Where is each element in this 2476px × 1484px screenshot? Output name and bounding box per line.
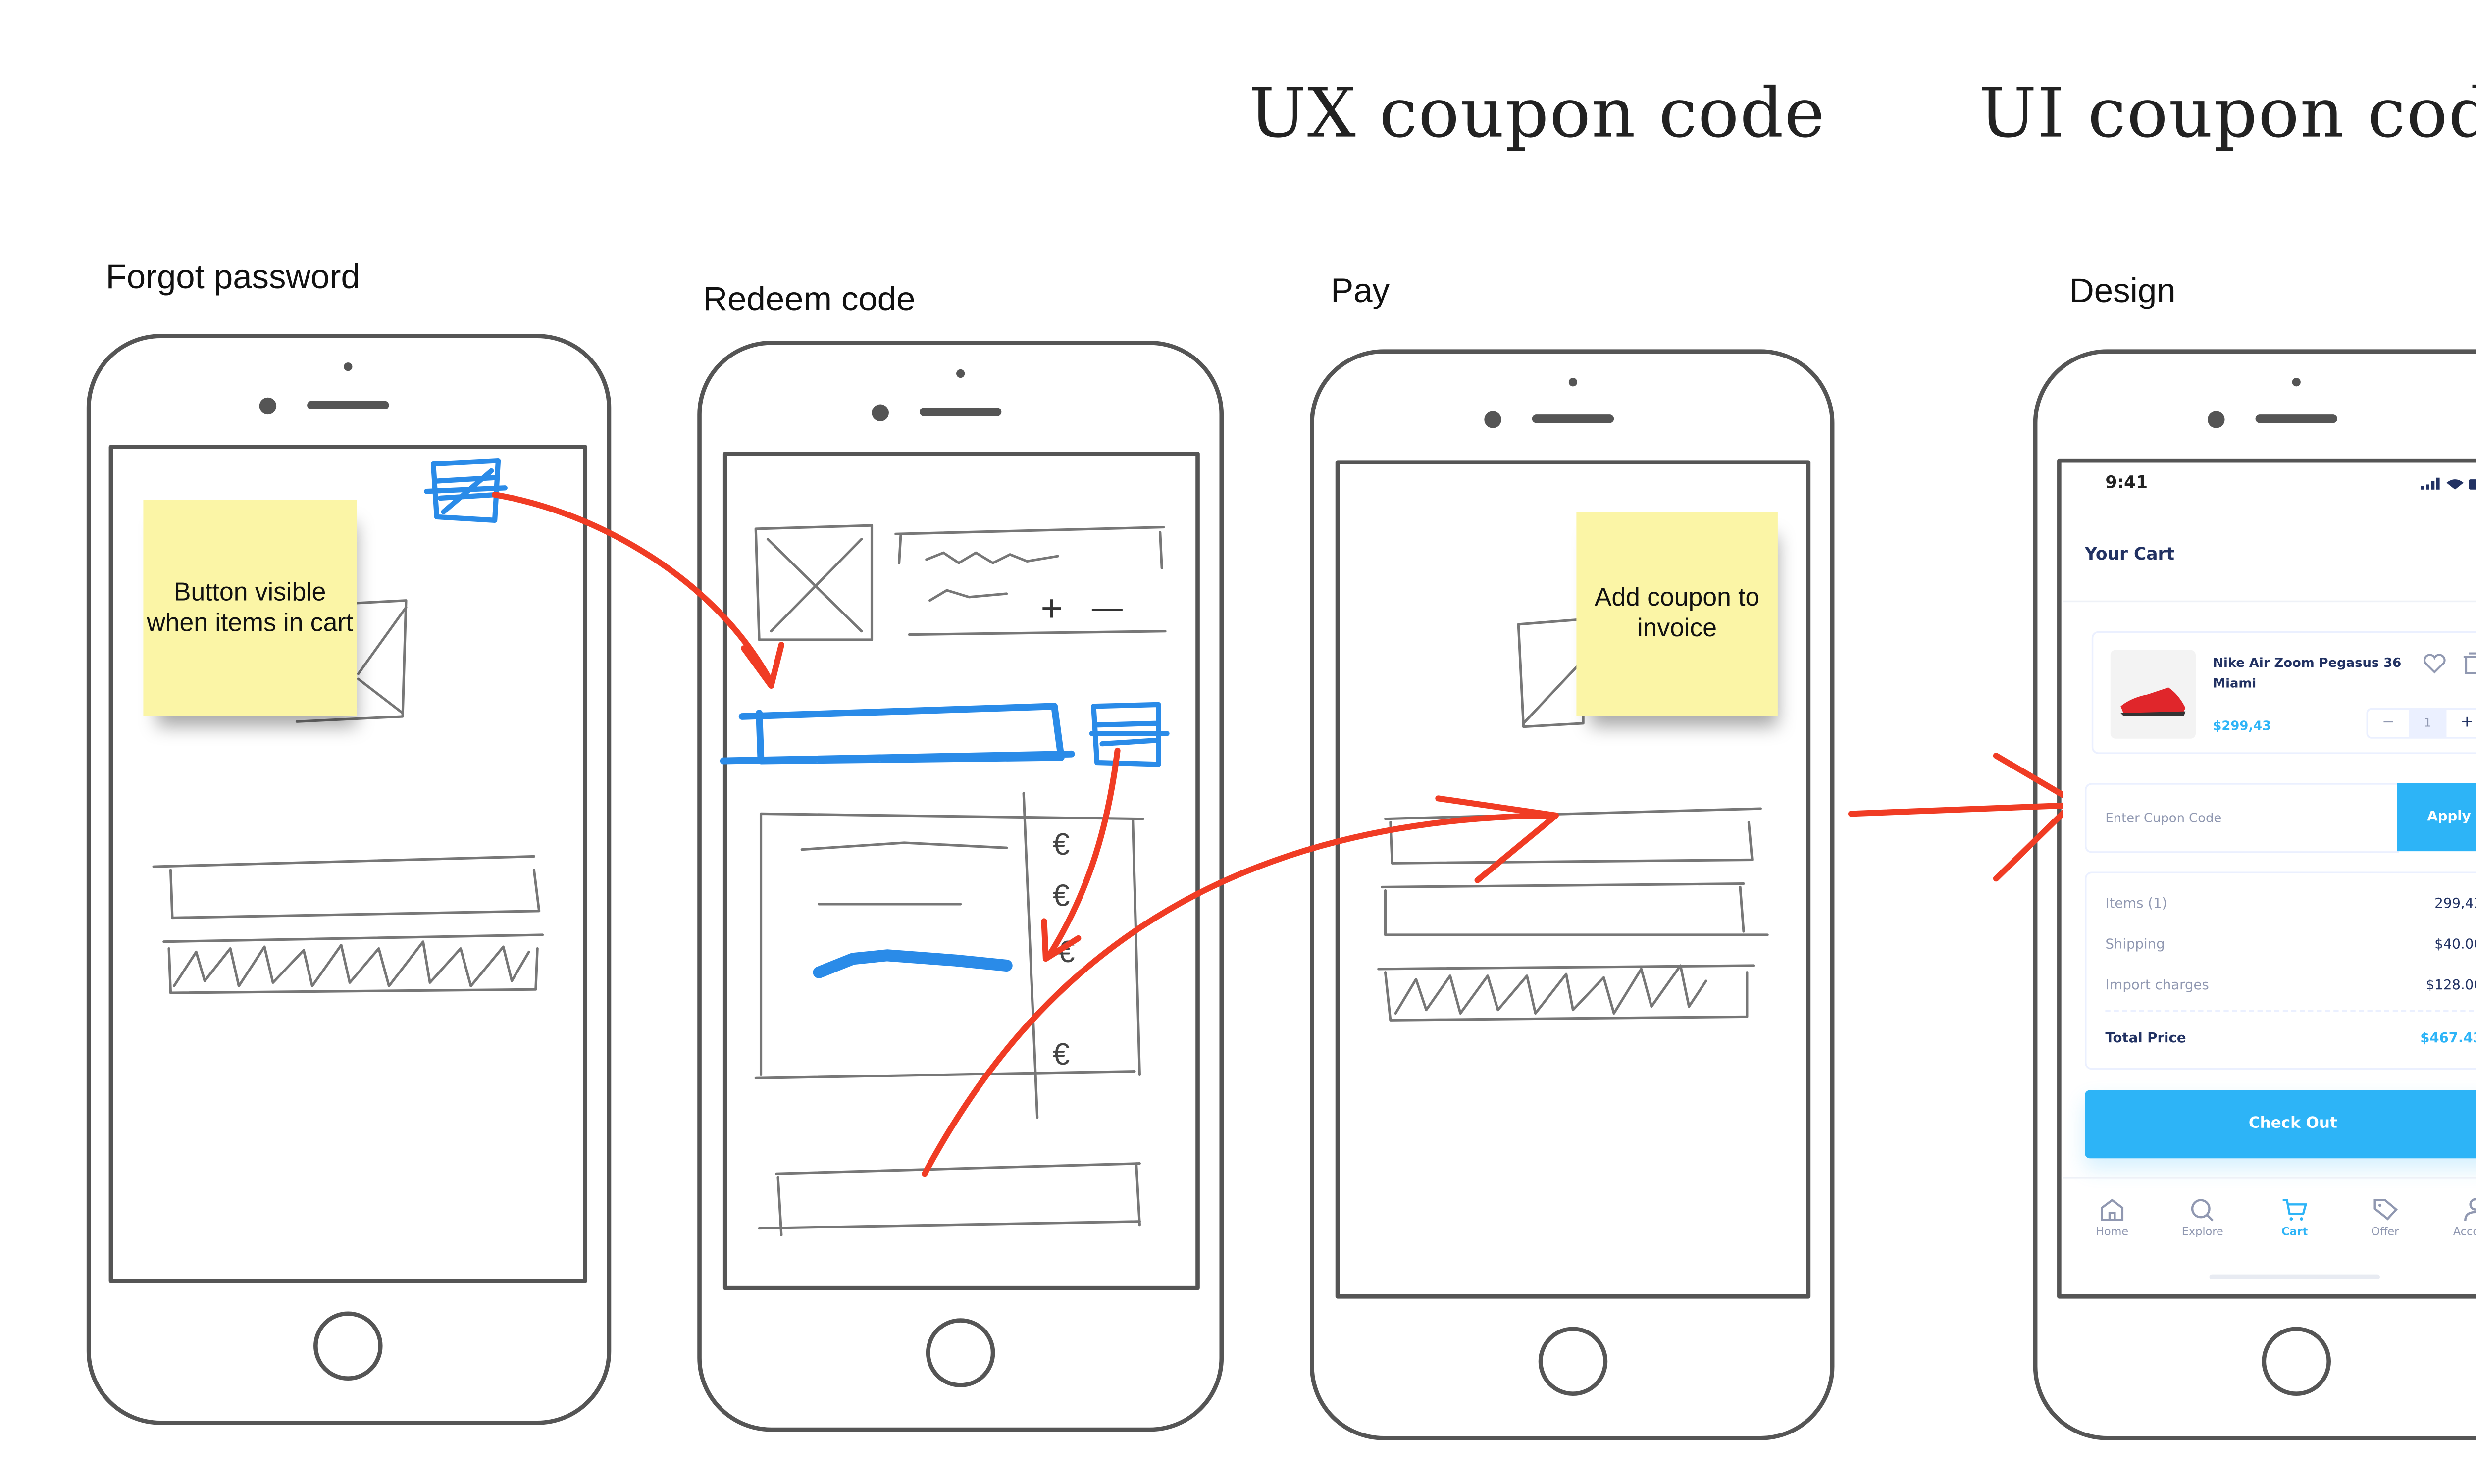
ui-heading: UI coupon code bbox=[1979, 75, 2476, 154]
nav-home[interactable]: Home bbox=[2069, 1198, 2155, 1238]
home-indicator bbox=[2209, 1274, 2380, 1279]
arrow-pay-to-design bbox=[1848, 802, 2076, 817]
user-icon bbox=[2464, 1198, 2476, 1221]
arrow-redeem-to-pay bbox=[922, 812, 1556, 1177]
ux-heading: UX coupon code bbox=[1248, 75, 1826, 154]
svg-text:€: € bbox=[1053, 827, 1070, 862]
phone-screen-1 bbox=[108, 445, 588, 1283]
total-value: $467.43 bbox=[2420, 1030, 2476, 1046]
screen-title-design: Design bbox=[2069, 273, 2176, 311]
total-label: Total Price bbox=[2105, 1030, 2186, 1046]
trash-icon[interactable] bbox=[2462, 652, 2476, 675]
quantity-stepper: − 1 + bbox=[2366, 708, 2476, 739]
sketch-euro-symbols: € € € € bbox=[1053, 827, 1075, 1072]
summary-value: 299,43 bbox=[2434, 895, 2476, 911]
phone-frame-2 bbox=[697, 341, 1224, 1432]
sketch-plus: + bbox=[1041, 587, 1063, 629]
search-icon bbox=[2191, 1199, 2214, 1222]
decrease-button[interactable]: − bbox=[2382, 715, 2395, 732]
sketch-blue-redeem bbox=[720, 702, 1170, 978]
sketch-redeem bbox=[754, 524, 1167, 1236]
status-time: 9:41 bbox=[2105, 474, 2148, 493]
phone-cameras bbox=[259, 362, 2337, 428]
phone-screen-3 bbox=[1335, 460, 1811, 1299]
sticky-note-forgot: Button visible when items in cart bbox=[143, 500, 357, 716]
arrow-button-to-list bbox=[1046, 747, 1121, 959]
sketch-forgot bbox=[152, 599, 544, 994]
price-summary: Items (1) 299,43 Shipping $40.00 Import … bbox=[2085, 871, 2476, 1070]
design-cart-screen: 9:41 Your Cart Nike Air Zoom Pegasus 36 … bbox=[2063, 464, 2476, 1293]
summary-label: Import charges bbox=[2105, 977, 2209, 993]
nav-offer[interactable]: Offer bbox=[2342, 1198, 2427, 1238]
status-icons bbox=[2421, 477, 2476, 490]
svg-text:€: € bbox=[1053, 1037, 1070, 1072]
product-image bbox=[2110, 650, 2196, 739]
home-button-2 bbox=[926, 1318, 995, 1387]
tag-icon bbox=[2373, 1199, 2398, 1221]
summary-label: Items (1) bbox=[2105, 895, 2167, 911]
home-button-1 bbox=[313, 1311, 383, 1381]
summary-value: $128.00 bbox=[2425, 977, 2476, 993]
screen-title-redeem: Redeem code bbox=[703, 281, 916, 319]
screen-title-pay: Pay bbox=[1331, 273, 1390, 311]
sketch-minus: — bbox=[1092, 590, 1123, 624]
red-arrows bbox=[492, 492, 2078, 1177]
nav-cart[interactable]: Cart bbox=[2252, 1198, 2337, 1238]
product-price: $299,43 bbox=[2213, 718, 2271, 734]
increase-button[interactable]: + bbox=[2460, 715, 2474, 732]
summary-value: $40.00 bbox=[2434, 936, 2476, 952]
heart-icon[interactable] bbox=[2423, 654, 2446, 674]
cart-item-card: Nike Air Zoom Pegasus 36 Miami $299,43 −… bbox=[2091, 631, 2476, 754]
phone-frames bbox=[86, 334, 2476, 1440]
home-button-4 bbox=[2262, 1327, 2331, 1396]
shoe-image bbox=[2120, 687, 2186, 716]
phone-frame-4 bbox=[2033, 349, 2476, 1440]
checkout-button[interactable]: Check Out bbox=[2085, 1090, 2476, 1159]
summary-label: Shipping bbox=[2105, 936, 2165, 952]
page-title: Your Cart bbox=[2085, 546, 2175, 565]
nav-explore[interactable]: Explore bbox=[2160, 1198, 2245, 1238]
coupon-input[interactable]: Enter Cupon Code bbox=[2085, 783, 2399, 853]
cart-icon bbox=[2282, 1199, 2308, 1221]
home-button-3 bbox=[1538, 1327, 1608, 1396]
phone-screen-2 bbox=[722, 452, 1200, 1290]
phone-screen-4 bbox=[2057, 458, 2476, 1299]
sticky-note-pay: Add coupon to invoice bbox=[1576, 512, 1778, 716]
sketch-pay bbox=[1377, 618, 1769, 1022]
product-name: Nike Air Zoom Pegasus 36 Miami bbox=[2213, 655, 2402, 691]
home-icon bbox=[2101, 1198, 2124, 1221]
phone-frame-3 bbox=[1310, 349, 1835, 1440]
quantity-value[interactable]: 1 bbox=[2409, 710, 2447, 737]
svg-text:€: € bbox=[1053, 878, 1070, 913]
arrow-forgot-to-redeem bbox=[492, 492, 774, 686]
phone-frame-1 bbox=[86, 334, 612, 1425]
screen-title-forgot: Forgot password bbox=[105, 259, 360, 297]
sketch-blue-button-1 bbox=[424, 458, 508, 523]
apply-button[interactable]: Apply bbox=[2397, 783, 2476, 852]
nav-account[interactable]: Account bbox=[2433, 1198, 2476, 1238]
